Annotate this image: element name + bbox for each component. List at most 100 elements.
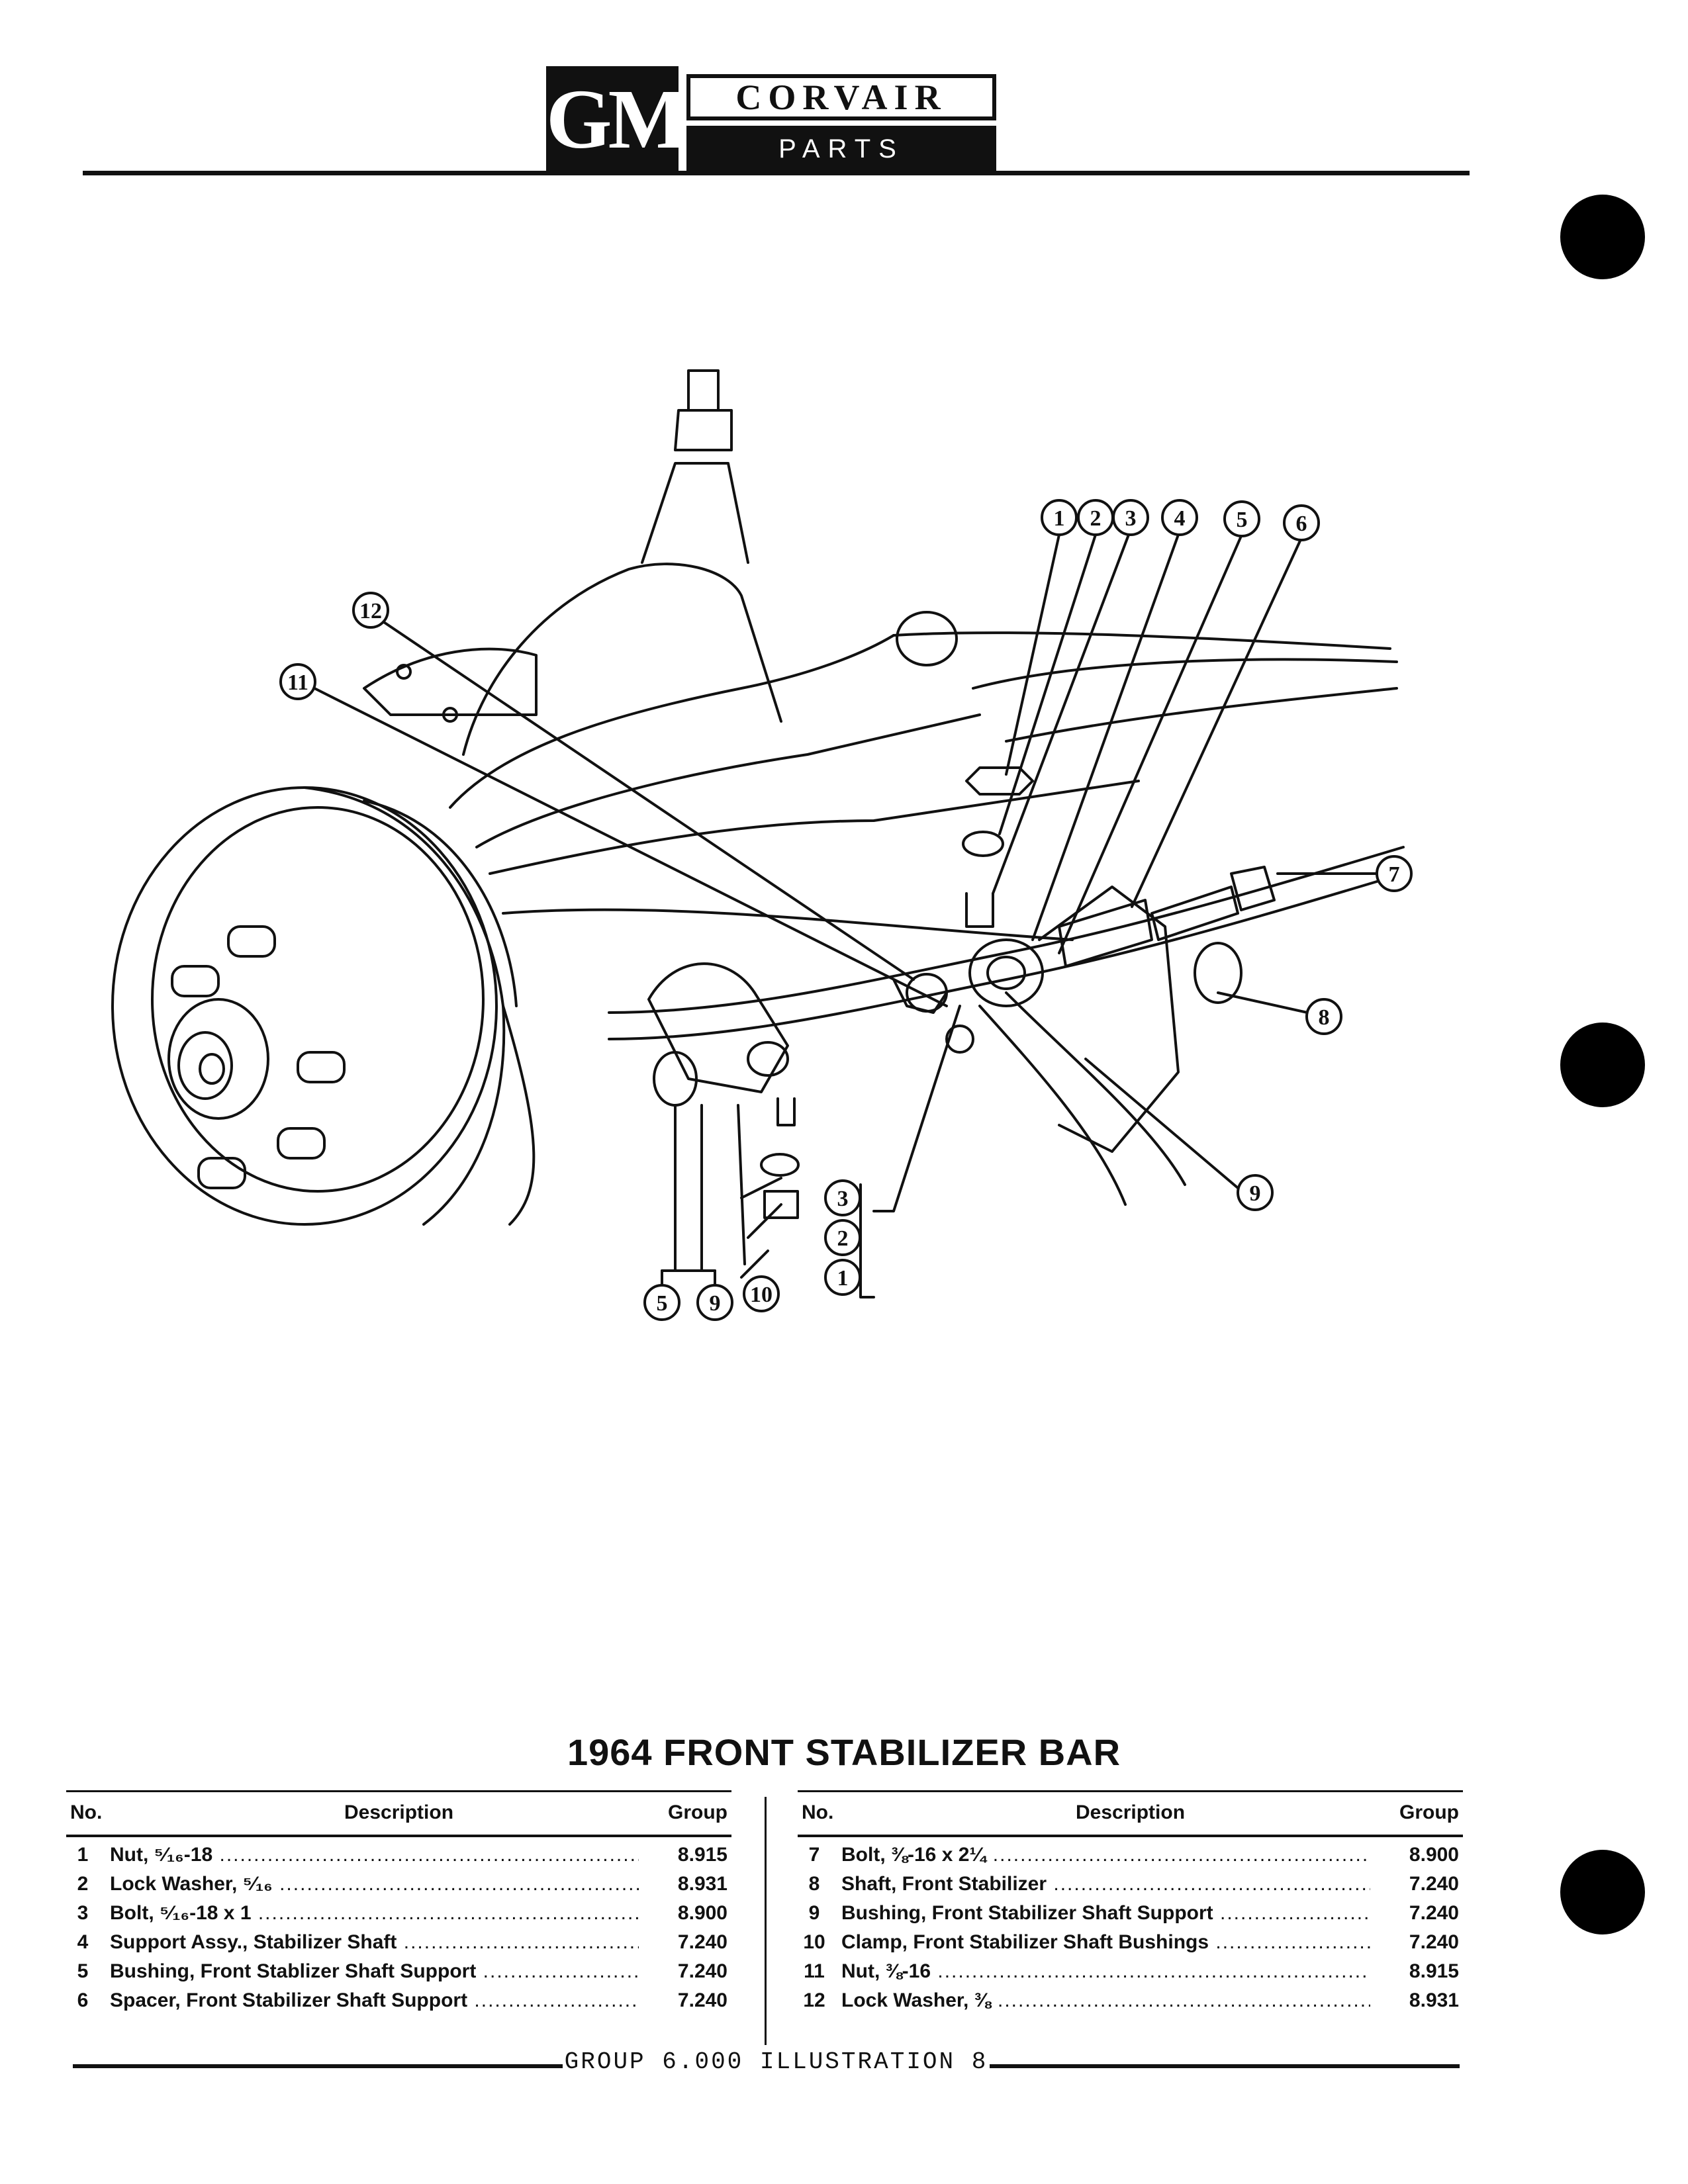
svg-text:12: 12 (359, 599, 382, 623)
part-group: 8.915 (677, 1844, 727, 1866)
svg-text:11: 11 (287, 670, 308, 695)
stabilizer-shaft-illustration (608, 846, 1405, 1206)
table-row: 7 Bolt, ⅜-16 x 2¼ 8.900 (798, 1841, 1463, 1870)
part-number: 2 (77, 1873, 89, 1895)
parts-table-right: No. Description Group 7 Bolt, ⅜-16 x 2¼ … (798, 1790, 1463, 2016)
part-number: 1 (77, 1844, 89, 1866)
callout-5: 5 (1223, 500, 1260, 537)
part-number: 3 (77, 1902, 89, 1924)
part-description: Clamp, Front Stabilizer Shaft Bushings (841, 1931, 1370, 1954)
binder-hole-top (1560, 195, 1645, 279)
gm-corvair-logo: GM CORVAIR PARTS CATALOGUE (546, 66, 1003, 210)
binder-hole-bottom (1560, 1850, 1645, 1934)
table-row: 1 Nut, ⁵⁄₁₆-18 8.915 (66, 1841, 731, 1870)
catalogue-subtitle: PARTS CATALOGUE (686, 126, 996, 210)
part-number: 9 (808, 1902, 820, 1924)
footer-rule-right (990, 2064, 1460, 2068)
footer-label: GROUP 6.000 ILLUSTRATION 8 (564, 2048, 988, 2075)
table-row: 3 Bolt, ⁵⁄₁₆-18 x 1 8.900 (66, 1899, 731, 1929)
svg-text:3: 3 (837, 1187, 849, 1211)
callout-9: 9 (1237, 1174, 1274, 1211)
illustration-title: 1964 FRONT STABILIZER BAR (567, 1731, 1121, 1773)
callout-3: 3 (1112, 499, 1149, 536)
part-description: Nut, ⅜-16 (841, 1960, 1370, 1983)
part-description: Bushing, Front Stabilizer Shaft Support (841, 1902, 1370, 1925)
part-group: 8.900 (677, 1902, 727, 1924)
support-clamp-illustration (647, 962, 800, 1219)
table-header: No. Description Group (66, 1790, 731, 1837)
parts-table-left: No. Description Group 1 Nut, ⁵⁄₁₆-18 8.9… (66, 1790, 731, 2016)
part-description: Spacer, Front Stabilizer Shaft Support (110, 1989, 639, 2012)
control-arm-illustration (363, 369, 1398, 1226)
table-row: 5 Bushing, Front Stablizer Shaft Support… (66, 1958, 731, 1987)
callout-2: 2 (1077, 499, 1114, 536)
table-row: 10 Clamp, Front Stabilizer Shaft Bushing… (798, 1929, 1463, 1958)
svg-text:2: 2 (1090, 506, 1102, 531)
lower-callout-10: 10 (743, 1275, 780, 1312)
part-number: 12 (803, 1989, 825, 2011)
part-number: 5 (77, 1960, 89, 1982)
table-row: 11 Nut, ⅜-16 8.915 (798, 1958, 1463, 1987)
part-description: Nut, ⁵⁄₁₆-18 (110, 1844, 639, 1866)
lower-callout-1: 1 (824, 1259, 861, 1296)
part-number: 11 (804, 1960, 825, 1982)
column-header-group: Group (1399, 1801, 1459, 1823)
binder-hole-middle (1560, 1023, 1645, 1107)
svg-text:2: 2 (837, 1226, 849, 1251)
parts-list: No. Description Group 1 Nut, ⁵⁄₁₆-18 8.9… (66, 1790, 1463, 2048)
svg-text:10: 10 (750, 1283, 773, 1307)
lower-callout-2: 2 (824, 1219, 861, 1256)
part-description: Shaft, Front Stabilizer (841, 1873, 1370, 1895)
svg-text:1: 1 (1054, 506, 1065, 531)
table-row: 2 Lock Washer, ⁵⁄₁₆ 8.931 (66, 1870, 731, 1899)
svg-text:4: 4 (1174, 506, 1186, 531)
column-header-description: Description (1075, 1801, 1186, 1823)
part-group: 7.240 (1409, 1873, 1459, 1895)
part-group: 7.240 (677, 1960, 727, 1982)
svg-text:7: 7 (1389, 862, 1400, 887)
part-description: Bolt, ⅜-16 x 2¼ (841, 1844, 1370, 1866)
table-row: 12 Lock Washer, ⅜ 8.931 (798, 1987, 1463, 2016)
part-description: Bolt, ⁵⁄₁₆-18 x 1 (110, 1902, 639, 1925)
svg-text:9: 9 (710, 1291, 721, 1316)
callout-7: 7 (1376, 855, 1413, 892)
part-number: 8 (808, 1873, 820, 1895)
column-header-description: Description (344, 1801, 454, 1823)
callout-12: 12 (352, 592, 389, 629)
part-number: 6 (77, 1989, 89, 2011)
svg-text:6: 6 (1296, 512, 1307, 536)
column-divider (765, 1797, 767, 2045)
part-group: 7.240 (1409, 1931, 1459, 1953)
brake-drum-illustration (111, 786, 518, 1226)
part-group: 8.931 (1409, 1989, 1459, 2011)
callout-markers: 1 2 3 4 5 6 7 (279, 499, 1413, 1321)
lower-callout-9: 9 (696, 1284, 733, 1321)
callout-11: 11 (279, 663, 316, 700)
callout-8: 8 (1305, 998, 1342, 1035)
part-group: 8.931 (677, 1873, 727, 1895)
part-group: 7.240 (1409, 1902, 1459, 1924)
header-rule (83, 171, 1470, 175)
svg-text:8: 8 (1319, 1005, 1330, 1030)
part-number: 10 (803, 1931, 825, 1953)
part-group: 8.915 (1409, 1960, 1459, 1982)
column-header-group: Group (668, 1801, 727, 1823)
svg-text:5: 5 (657, 1291, 668, 1316)
table-row: 9 Bushing, Front Stabilizer Shaft Suppor… (798, 1899, 1463, 1929)
part-description: Support Assy., Stabilizer Shaft (110, 1931, 639, 1954)
leader-lines (313, 533, 1405, 1298)
callout-6: 6 (1283, 504, 1320, 541)
svg-text:9: 9 (1250, 1181, 1261, 1206)
part-number: 7 (808, 1844, 820, 1866)
table-row: 6 Spacer, Front Stabilizer Shaft Support… (66, 1987, 731, 2016)
column-header-no: No. (802, 1801, 834, 1823)
exploded-view-diagram: 1 2 3 4 5 6 7 (79, 344, 1470, 1416)
table-row: 4 Support Assy., Stabilizer Shaft 7.240 (66, 1929, 731, 1958)
svg-text:1: 1 (837, 1266, 849, 1291)
lower-callout-5: 5 (643, 1284, 680, 1321)
brand-name: CORVAIR (686, 74, 996, 120)
callout-1: 1 (1041, 499, 1078, 536)
part-number: 4 (77, 1931, 89, 1953)
part-description: Lock Washer, ⁵⁄₁₆ (110, 1873, 639, 1895)
callout-4: 4 (1161, 499, 1198, 536)
